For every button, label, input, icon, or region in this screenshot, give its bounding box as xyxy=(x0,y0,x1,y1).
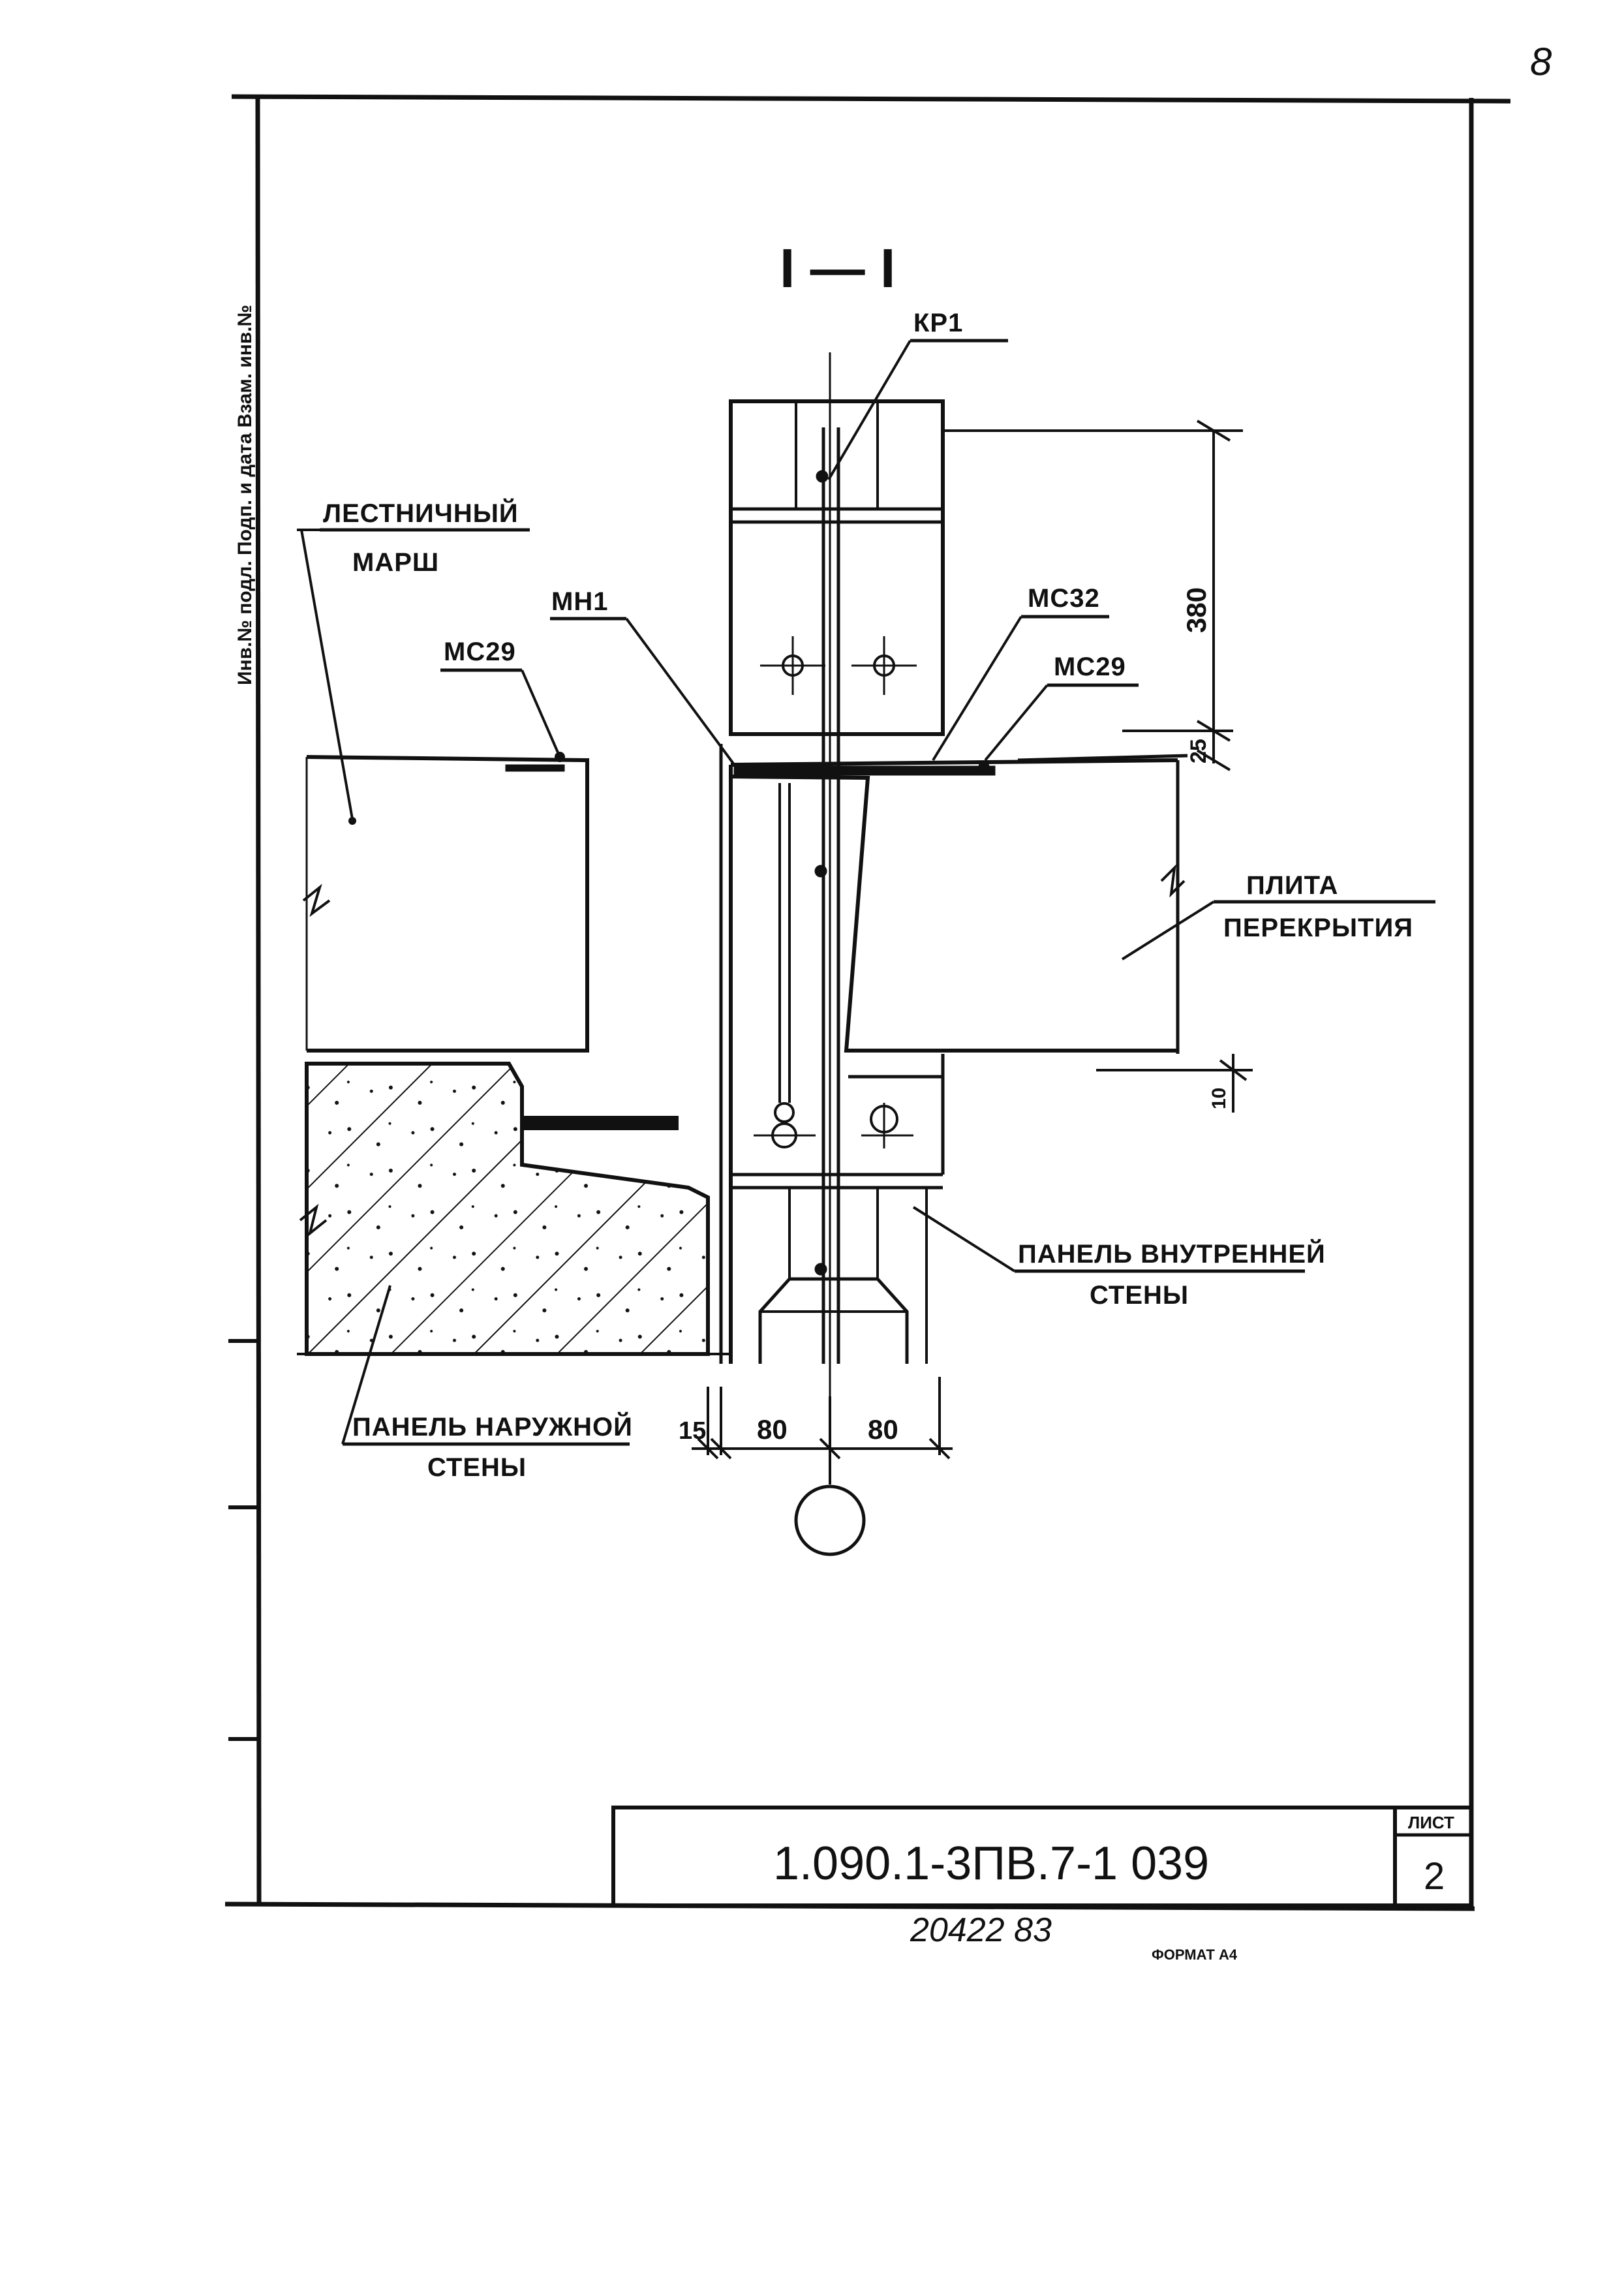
mn1-label: МН1 xyxy=(551,587,608,616)
mc29-right-label: МС29 xyxy=(1054,653,1126,681)
floor-slab xyxy=(730,754,1188,1054)
dim-10: 10 xyxy=(1208,1088,1230,1109)
stair-label-line1: ЛЕСТНИЧНЫЙ xyxy=(323,498,519,528)
inventory-number: 20422 83 xyxy=(910,1911,1052,1949)
axis-marker xyxy=(794,1396,866,1556)
dim-80-right: 80 xyxy=(868,1414,898,1445)
dim-25: 25 xyxy=(1186,739,1211,763)
mc29-right-callout: МС29 xyxy=(984,653,1139,762)
stair-callout: ЛЕСТНИЧНЫЙ МАРШ xyxy=(297,498,530,825)
inner-wall-callout: ПАНЕЛЬ ВНУТРЕННЕЙ СТЕНЫ xyxy=(912,1206,1326,1310)
drawing-code: 1.090.1-3ПВ.7-1 039 xyxy=(773,1838,1209,1890)
sheet-number: 2 xyxy=(1424,1855,1445,1898)
side-note: Инв.№ подл. Подп. и дата Взам. инв.№ xyxy=(234,305,256,685)
outer-wall-callout: ПАНЕЛЬ НАРУЖНОЙ СТЕНЫ xyxy=(341,1285,633,1482)
section-title: I — I xyxy=(780,238,895,299)
stair-label-line2: МАРШ xyxy=(352,548,439,577)
mc32-callout: МС32 xyxy=(932,584,1109,762)
kr1-rod xyxy=(814,427,840,1364)
stair-flight xyxy=(302,755,589,1053)
dim-80-left: 80 xyxy=(757,1414,788,1445)
slab-label-line2: ПЕРЕКРЫТИЯ xyxy=(1223,914,1413,942)
page-mark: 8 xyxy=(1530,40,1552,84)
sheet-label: ЛИСТ xyxy=(1408,1813,1454,1832)
mc32-label: МС32 xyxy=(1028,584,1100,613)
inner-wall-panel xyxy=(729,765,945,1364)
drawing-frame xyxy=(224,94,1511,1911)
inner-wall-label-line1: ПАНЕЛЬ ВНУТРЕННЕЙ xyxy=(1018,1239,1326,1269)
mc29-left-label: МС29 xyxy=(444,638,516,666)
kr1-callout: КР1 xyxy=(827,309,1008,481)
format-label: ФОРМАТ А4 xyxy=(1152,1947,1238,1963)
mn1-callout: МН1 xyxy=(550,587,742,775)
kr1-label: КР1 xyxy=(913,309,963,337)
title-block xyxy=(611,1806,1473,1907)
dim-380: 380 xyxy=(1181,587,1212,633)
inner-wall-label-line2: СТЕНЫ xyxy=(1090,1281,1189,1310)
outer-wall-panel xyxy=(297,744,731,1364)
mc29-left-callout: МС29 xyxy=(440,638,565,762)
slab-label-line1: ПЛИТА xyxy=(1246,871,1338,900)
slab-callout: ПЛИТА ПЕРЕКРЫТИЯ xyxy=(1121,871,1435,961)
outer-wall-label-line2: СТЕНЫ xyxy=(427,1453,527,1482)
dimension-lines xyxy=(692,420,1253,1460)
outer-wall-label-line1: ПАНЕЛЬ НАРУЖНОЙ xyxy=(352,1411,633,1441)
dim-15: 15 xyxy=(679,1417,706,1445)
